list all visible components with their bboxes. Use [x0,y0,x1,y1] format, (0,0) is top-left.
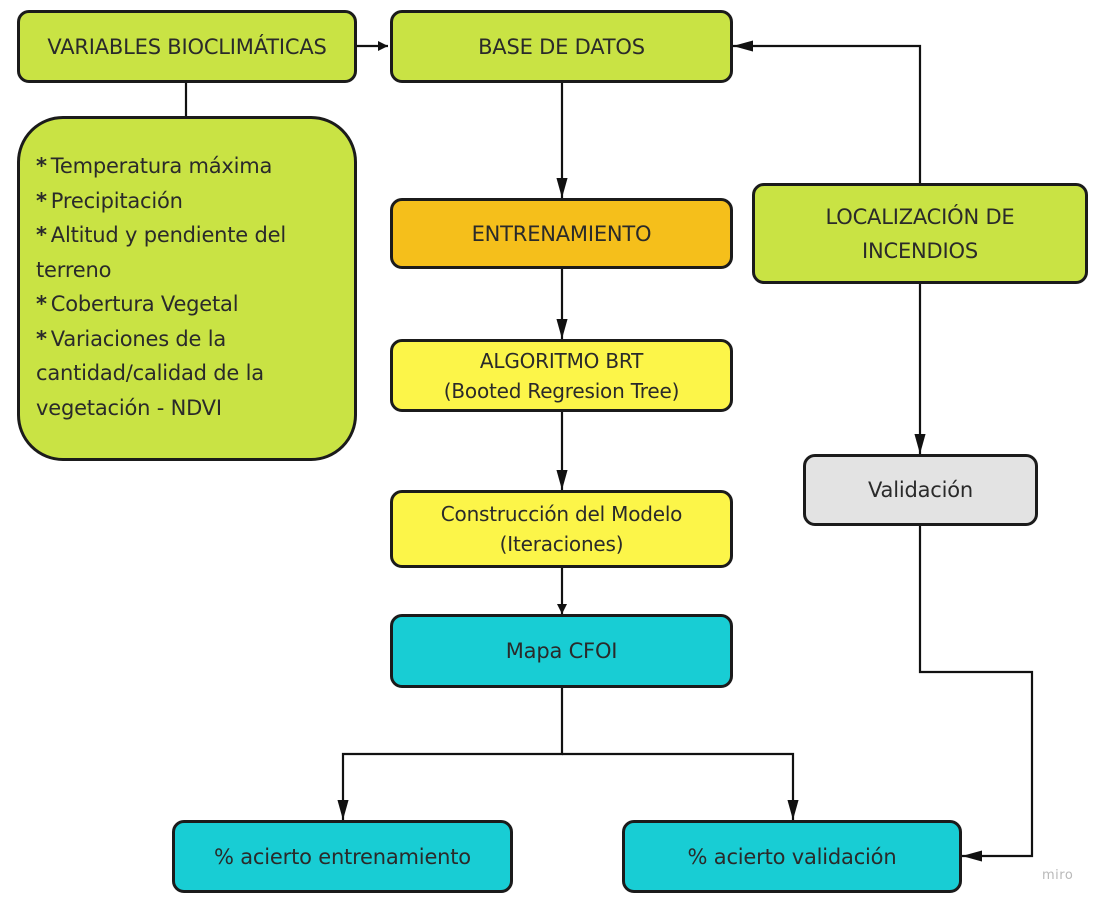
variables-list-item-text: Altitud y pendiente del [50,223,286,247]
variables-list-item-text: Variaciones de la [50,326,227,351]
node-construccion-line-2: (Iteraciones) [499,532,624,556]
node-acierto-entrenamiento: % acierto entrenamiento [172,820,513,893]
node-acierto-validacion: % acierto validación [622,820,962,893]
node-localizacion-line-2: INCENDIOS [862,238,978,263]
edge-mapa-to-acierto-validacion [562,752,799,820]
edge-localizacion-to-base [733,40,922,183]
variables-list-item-text: cantidad/calidad de la [36,361,264,385]
node-acierto-entrenamiento-label: % acierto entrenamiento [214,844,471,869]
variables-list-item: *Cobertura Vegetal [36,287,344,322]
node-algoritmo-line-1: ALGORITMO BRT [479,348,644,373]
variables-list-item: terreno [36,253,344,288]
node-entrenamiento-label: ENTRENAMIENTO [471,221,652,246]
bullet-star: * [36,326,47,351]
bullet-star: * [36,188,47,213]
node-base-de-datos-label: BASE DE DATOS [478,34,645,59]
variables-list-item-text: Precipitación [50,188,183,213]
variables-list-item: *Precipitación [36,184,344,219]
node-construccion-line-1: Construcción del Modelo [440,502,683,526]
variables-list-item: *Variaciones de la [36,322,344,357]
variables-list-item: cantidad/calidad de la [36,356,344,391]
node-entrenamiento: ENTRENAMIENTO [390,198,733,269]
node-localizacion-incendios: LOCALIZACIÓN DE INCENDIOS [752,183,1088,284]
node-mapa-cfoi: Mapa CFOI [390,614,733,688]
bullet-star: * [36,223,47,247]
edge-validacion-to-acierto [918,526,1034,862]
bullet-star: * [36,154,47,178]
miro-watermark: miro [1042,868,1074,883]
node-localizacion-line-1: LOCALIZACIÓN DE [825,204,1015,229]
edge-mapa-to-acierto-entrenamiento [337,688,564,820]
node-validacion: Validación [803,454,1038,526]
variables-list: *Temperatura máxima*Precipitación*Altitu… [36,149,344,425]
node-variables-bioclimaticas: VARIABLES BIOCLIMÁTICAS [17,10,357,83]
node-validacion-label: Validación [867,478,973,502]
node-algoritmo-line-2: (Booted Regresion Tree) [443,378,680,403]
node-variables-bioclimaticas-label: VARIABLES BIOCLIMÁTICAS [47,34,327,59]
variables-list-item: vegetación - NDVI [36,391,344,426]
variables-list-item-text: terreno [36,257,112,282]
variables-list-box: *Temperatura máxima*Precipitación*Altitu… [17,116,357,461]
variables-list-item: *Altitud y pendiente del [36,218,344,253]
node-base-de-datos: BASE DE DATOS [390,10,733,83]
variables-list-item-text: Cobertura Vegetal [50,292,239,316]
node-acierto-validacion-label: % acierto validación [687,844,897,869]
variables-list-item: *Temperatura máxima [36,149,344,184]
node-construccion-modelo: Construcción del Modelo (Iteraciones) [390,490,733,568]
variables-list-item-text: vegetación - NDVI [36,395,222,420]
node-algoritmo-brt: ALGORITMO BRT (Booted Regresion Tree) [390,339,733,412]
node-mapa-cfoi-label: Mapa CFOI [505,639,618,663]
bullet-star: * [36,292,47,316]
variables-list-item-text: Temperatura máxima [50,154,273,178]
